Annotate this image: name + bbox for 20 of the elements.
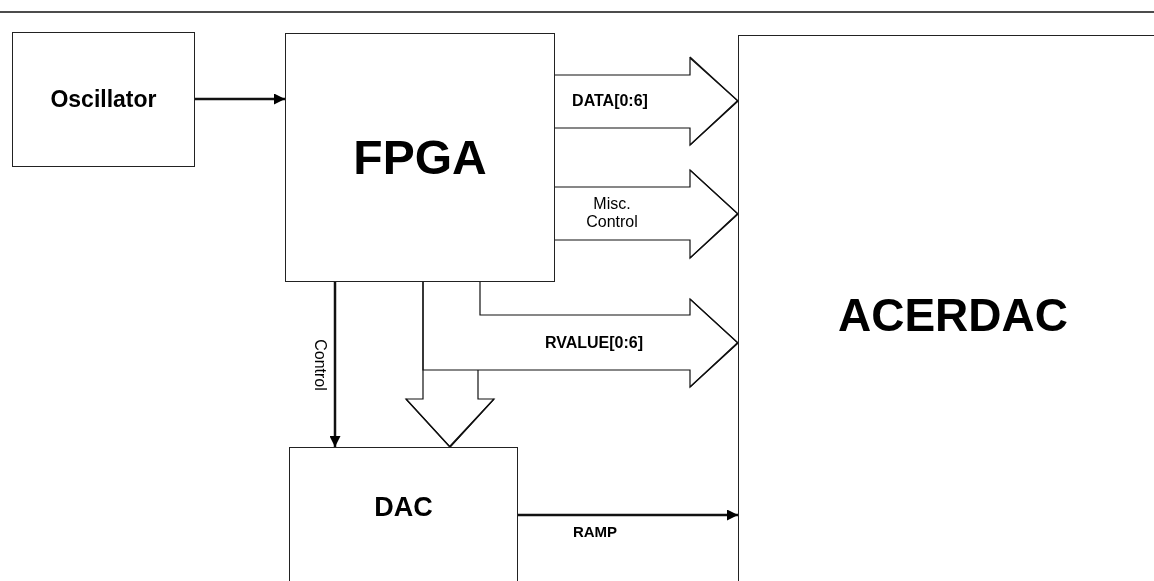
bus-arrow [404, 281, 496, 448]
edge-label: RVALUE[0:6] [544, 333, 644, 353]
arrow [329, 282, 341, 447]
block-box [289, 447, 518, 581]
bus-arrow [554, 56, 739, 147]
edge-label: Misc. Control [585, 194, 639, 232]
bus-arrow [422, 281, 739, 389]
edge-label: DATA[0:6] [572, 91, 648, 111]
block-box [738, 35, 1154, 581]
block-label: FPGA [353, 130, 487, 185]
block-box [12, 32, 195, 167]
bus-arrow [554, 168, 739, 260]
block-label: Oscillator [50, 86, 157, 113]
block-box [285, 33, 555, 282]
edge-label: Control [311, 339, 330, 391]
arrow [195, 93, 285, 105]
edge-label: RAMP [572, 523, 618, 541]
arrow [518, 509, 738, 521]
block-label: DAC [374, 492, 433, 523]
block-label: ACERDAC [838, 288, 1068, 342]
